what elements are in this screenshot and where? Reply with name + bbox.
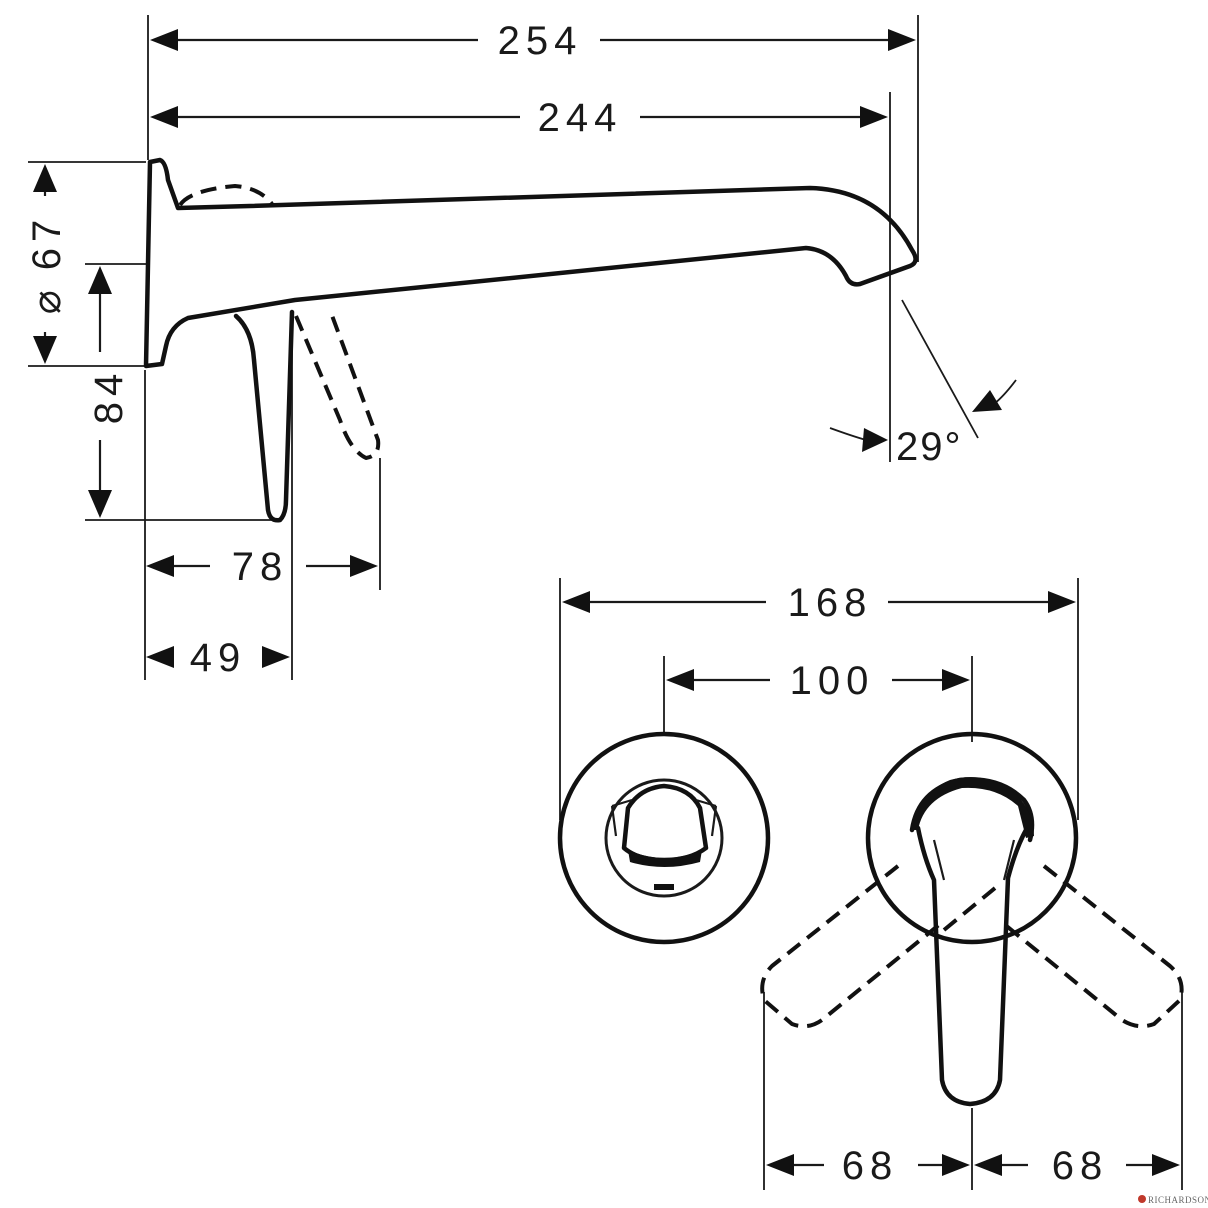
mixer-lever (915, 825, 1029, 1107)
arrowhead-icon (942, 669, 970, 691)
svg-text:⌀67: ⌀ 67 (25, 214, 69, 315)
dimension-78: 78 (146, 545, 378, 589)
diameter-symbol: ⌀ (25, 284, 69, 314)
spout-outlet (621, 783, 709, 863)
arrowhead-icon (33, 164, 57, 192)
dimension-244: 244 (150, 96, 888, 140)
dimension-label-100: 100 (790, 659, 875, 703)
arrowhead-icon (33, 336, 57, 364)
dimension-label-168: 168 (788, 581, 873, 625)
arrowhead-icon (350, 555, 378, 577)
dimension-100: 100 (666, 659, 970, 703)
watermark-logo-icon (1138, 1195, 1146, 1203)
front-view: 168 100 (557, 578, 1184, 1190)
mixer-rosette-front (865, 731, 1079, 1107)
dimension-168: 168 (562, 581, 1076, 625)
arrowhead-icon (88, 490, 112, 518)
arrowhead-icon (862, 428, 888, 452)
dimension-254: 254 (150, 19, 916, 63)
lever-swing-overlap (942, 882, 1002, 932)
handle-alt-position-swing (294, 309, 381, 460)
arrowhead-icon (150, 29, 178, 51)
angle-29-dimension: 29° (829, 299, 1017, 469)
arrowhead-icon (860, 106, 888, 128)
dimension-68-right: 68 (974, 1144, 1180, 1188)
arrowhead-icon (942, 1154, 970, 1176)
arrowhead-icon (972, 390, 1002, 412)
dimension-label-67: 67 (25, 214, 69, 271)
dimension-label-68-right: 68 (1052, 1144, 1109, 1188)
lever-swing-left (760, 864, 942, 1029)
mixer-handle (233, 309, 295, 523)
side-view: 254 244 ⌀ 67 84 (25, 15, 1017, 680)
dimension-label-78: 78 (232, 545, 289, 589)
arrowhead-icon (562, 591, 590, 613)
mixer-lever-collar (909, 777, 1035, 843)
spout-body (143, 157, 918, 369)
spout-rosette-front (557, 731, 771, 945)
arrowhead-icon (1048, 591, 1076, 613)
arrowhead-icon (1152, 1154, 1180, 1176)
dimension-label-29-degrees: 29° (896, 425, 963, 469)
dimension-68-left: 68 (766, 1144, 970, 1188)
handle-alt-position-top (178, 184, 274, 207)
arrowhead-icon (666, 669, 694, 691)
arrowhead-icon (150, 106, 178, 128)
watermark-text: RICHARDSON (1148, 1195, 1208, 1205)
arrowhead-icon (766, 1154, 794, 1176)
dimension-label-254: 254 (498, 19, 583, 63)
dimension-diameter-67: ⌀ 67 (25, 164, 69, 364)
arrowhead-icon (888, 29, 916, 51)
dimension-label-68-left: 68 (842, 1144, 899, 1188)
arrowhead-icon (262, 646, 290, 668)
arrowhead-icon (146, 555, 174, 577)
dimension-label-244: 244 (538, 96, 623, 140)
watermark: RICHARDSON (1138, 1195, 1208, 1205)
arrowhead-icon (88, 266, 112, 294)
dimension-label-84: 84 (87, 368, 131, 425)
dimension-label-49: 49 (190, 636, 247, 680)
lever-swing-right (1002, 864, 1184, 1029)
arrowhead-icon (974, 1154, 1002, 1176)
dimension-84: 84 (87, 266, 131, 518)
arrowhead-icon (146, 646, 174, 668)
dimension-49: 49 (146, 636, 290, 680)
